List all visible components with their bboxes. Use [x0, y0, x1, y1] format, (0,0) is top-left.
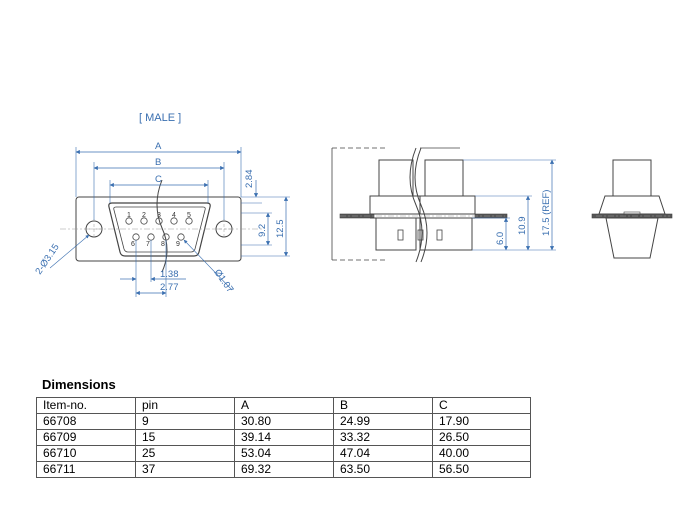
side-view: [331, 147, 508, 263]
cell-a: 53.04: [234, 445, 334, 462]
front-view: 1 2 3 4 5 6 7 8 9: [60, 179, 262, 273]
dim-2-77-label: 2.77: [160, 282, 179, 293]
dim-c-label: C: [155, 174, 162, 185]
dimension-2-77: 2.77: [135, 240, 179, 297]
table-row: 66711 37 69.32 63.50 56.50: [36, 461, 531, 478]
break-line: [156, 179, 168, 273]
pin-label-7: 7: [146, 241, 150, 248]
cell-c: 40.00: [432, 445, 531, 462]
dim-9-2-label: 9.2: [257, 224, 268, 237]
dimension-b: B: [93, 157, 225, 220]
dim-hole-label: 2-Ø3.15: [33, 242, 61, 277]
cell-item-no: 66710: [36, 445, 136, 462]
pin-label-8: 8: [161, 241, 165, 248]
table-header-row: Item-no. pin A B C: [36, 397, 531, 414]
cell-item-no: 66709: [36, 429, 136, 446]
pin-label-6: 6: [131, 241, 135, 248]
cell-c: 17.90: [432, 413, 531, 430]
dimension-pin-diameter: Ø1.07: [183, 239, 236, 295]
header-a: A: [234, 397, 334, 414]
dimension-9-2: 9.2: [241, 212, 272, 246]
cell-c: 56.50: [432, 461, 531, 478]
dim-6-0-label: 6.0: [495, 232, 506, 245]
dim-17-5-label: 17.5 (REF): [541, 190, 552, 236]
pin-label-5: 5: [187, 212, 191, 219]
dim-a-label: A: [155, 141, 162, 152]
pin-label-3: 3: [157, 212, 161, 219]
table-row: 66710 25 53.04 47.04 40.00: [36, 445, 531, 462]
pin-label-9: 9: [176, 241, 180, 248]
cell-pin: 25: [135, 445, 235, 462]
dim-2-84-label: 2.84: [244, 170, 255, 189]
dimension-hole: 2-Ø3.15: [33, 234, 90, 277]
cell-pin: 15: [135, 429, 235, 446]
header-item-no: Item-no.: [36, 397, 136, 414]
dimension-6-0: 6.0: [472, 217, 510, 251]
cell-b: 63.50: [333, 461, 433, 478]
cell-a: 69.32: [234, 461, 334, 478]
header-b: B: [333, 397, 433, 414]
cell-a: 39.14: [234, 429, 334, 446]
dim-b-label: B: [155, 157, 161, 168]
dimension-17-5-ref: 17.5 (REF): [463, 159, 556, 251]
cell-item-no: 66711: [36, 461, 136, 478]
view-label: [ MALE ]: [139, 112, 181, 124]
dim-pin-dia-label: Ø1.07: [212, 267, 236, 295]
dimension-1-38: 1.38: [120, 240, 186, 297]
dim-1-38-label: 1.38: [160, 269, 179, 280]
end-view: [591, 159, 673, 259]
cell-c: 26.50: [432, 429, 531, 446]
dimension-2-84: 2.84: [241, 170, 262, 204]
pin-label-4: 4: [172, 212, 176, 219]
d-shell-outer: [108, 202, 211, 257]
cell-b: 24.99: [333, 413, 433, 430]
cell-a: 30.80: [234, 413, 334, 430]
dimension-12-5: 12.5: [241, 196, 290, 257]
d-shell-inner: [113, 206, 206, 253]
dimensions-title: Dimensions: [42, 377, 116, 392]
connector-drawing: [ MALE ] 1 2 3 4 5 6 7 8 9: [33, 112, 673, 297]
dimensions-table: Item-no. pin A B C 66708 9 30.80 24.99 1…: [36, 397, 531, 478]
pin-label-2: 2: [142, 212, 146, 219]
dim-12-5-label: 12.5: [275, 220, 286, 239]
cell-item-no: 66708: [36, 413, 136, 430]
table-row: 66709 15 39.14 33.32 26.50: [36, 429, 531, 446]
table-row: 66708 9 30.80 24.99 17.90: [36, 413, 531, 430]
cell-pin: 9: [135, 413, 235, 430]
dim-10-9-label: 10.9: [517, 217, 528, 236]
dimension-c: C: [109, 174, 209, 203]
cell-b: 33.32: [333, 429, 433, 446]
cell-b: 47.04: [333, 445, 433, 462]
dimension-10-9: 10.9: [475, 195, 532, 251]
header-c: C: [432, 397, 531, 414]
pin-label-1: 1: [127, 212, 131, 219]
header-pin: pin: [135, 397, 235, 414]
cell-pin: 37: [135, 461, 235, 478]
dimension-a: A: [75, 141, 242, 197]
